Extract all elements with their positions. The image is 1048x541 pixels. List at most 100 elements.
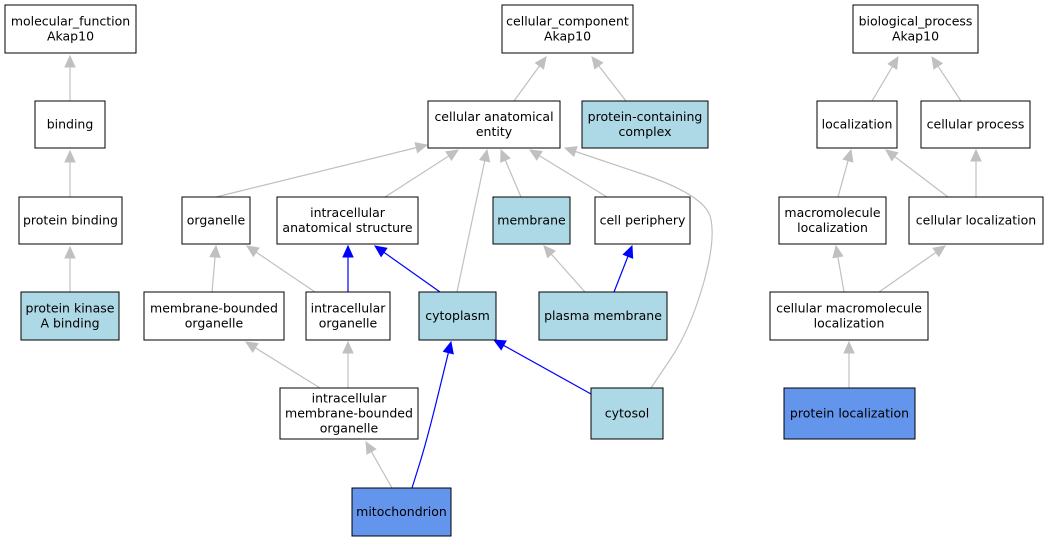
node-box <box>305 291 391 341</box>
node-organelle[interactable]: organelle <box>181 196 251 245</box>
edge-cytoplasm-to-cae <box>456 148 491 293</box>
edge-binding-to-mf_root <box>64 54 76 101</box>
node-cl[interactable]: cellular localization <box>908 196 1044 245</box>
edge-arrowhead <box>887 55 899 70</box>
edge-periphery-to-cae <box>528 149 608 198</box>
node-label: intracellular <box>312 391 388 406</box>
edge-line <box>937 65 962 102</box>
node-label: membrane <box>497 213 566 228</box>
node-cytosol[interactable]: cytosol <box>590 387 664 440</box>
node-label: localization <box>814 316 885 331</box>
edge-arrowhead <box>543 245 556 259</box>
node-label: protein localization <box>790 406 909 421</box>
node-binding[interactable]: binding <box>34 100 106 149</box>
edge-arrowhead <box>885 149 899 162</box>
edge-imbo-to-io <box>342 340 354 388</box>
node-cp[interactable]: cellular process <box>920 100 1031 149</box>
edge-imbo-to-mbo <box>244 341 321 389</box>
node-label: cellular_component <box>506 14 629 29</box>
edge-arrowhead <box>64 245 76 259</box>
edge-arrowhead <box>64 149 76 163</box>
edge-cml-to-cl <box>878 245 946 293</box>
node-localization[interactable]: localization <box>816 100 898 149</box>
edge-line <box>598 65 627 102</box>
node-label: A binding <box>40 316 99 331</box>
edge-arrowhead <box>342 340 354 354</box>
node-label: protein kinase <box>26 301 115 316</box>
node-label: cellular anatomical <box>434 109 553 124</box>
edge-arrowhead <box>563 146 578 158</box>
node-mito[interactable]: mitochondrion <box>351 487 452 537</box>
node-box <box>920 100 1031 149</box>
node-pl[interactable]: protein localization <box>783 387 916 440</box>
node-box <box>143 291 285 341</box>
edge-line <box>211 256 216 293</box>
node-box <box>908 196 1044 245</box>
node-label: cytoplasm <box>425 308 490 323</box>
node-pm[interactable]: plasma membrane <box>538 291 668 341</box>
edge-arrowhead <box>492 339 507 351</box>
node-label: organelle <box>187 213 246 228</box>
edge-arrowhead <box>209 244 221 258</box>
edge-line <box>513 65 541 102</box>
node-label: mitochondrion <box>356 504 447 519</box>
edge-mito-to-cytoplasm <box>411 340 454 489</box>
edge-line <box>504 159 522 198</box>
node-label: Akap10 <box>892 29 939 44</box>
node-label: membrane-bounded <box>150 301 278 316</box>
node-box <box>769 291 929 341</box>
node-periphery[interactable]: cell periphery <box>594 196 691 245</box>
node-label: anatomical structure <box>282 220 412 235</box>
node-label: cell periphery <box>600 213 686 228</box>
edge-line <box>550 253 586 293</box>
node-protein_binding[interactable]: protein binding <box>18 196 123 245</box>
edge-membrane-to-cae <box>500 148 522 198</box>
node-label: biological_process <box>859 14 973 29</box>
edge-line <box>456 160 486 293</box>
node-label: organelle <box>320 421 379 436</box>
edge-arrowhead <box>342 244 354 258</box>
node-box <box>18 196 123 245</box>
node-box <box>351 487 452 537</box>
node-label: macromolecule <box>784 205 880 220</box>
edge-arrowhead <box>591 56 604 70</box>
edge-arrowhead <box>931 55 944 70</box>
edge-line <box>837 160 849 198</box>
node-label: organelle <box>319 316 378 331</box>
edge-line <box>383 251 441 293</box>
edge-arrowhead <box>414 142 429 154</box>
node-label: intracellular <box>310 205 386 220</box>
node-box <box>538 291 668 341</box>
edge-arrowhead <box>374 245 388 258</box>
node-label: protein-containing <box>588 109 703 124</box>
edge-line <box>503 344 592 395</box>
node-label: cytosol <box>605 406 649 421</box>
edge-io-to-ias <box>342 244 354 292</box>
node-box <box>783 387 916 440</box>
edge-arrowhead <box>842 148 854 163</box>
node-label: binding <box>47 117 94 132</box>
node-box <box>594 196 691 245</box>
node-box <box>590 387 664 440</box>
node-box <box>181 196 251 245</box>
edge-ias-to-cae <box>384 149 460 198</box>
edge-arrowhead <box>832 244 844 259</box>
node-cytoplasm[interactable]: cytoplasm <box>418 291 497 341</box>
node-box <box>778 196 887 245</box>
edge-line <box>837 256 845 293</box>
node-membrane[interactable]: membrane <box>492 196 571 245</box>
edge-mito-to-imbo <box>365 440 393 489</box>
